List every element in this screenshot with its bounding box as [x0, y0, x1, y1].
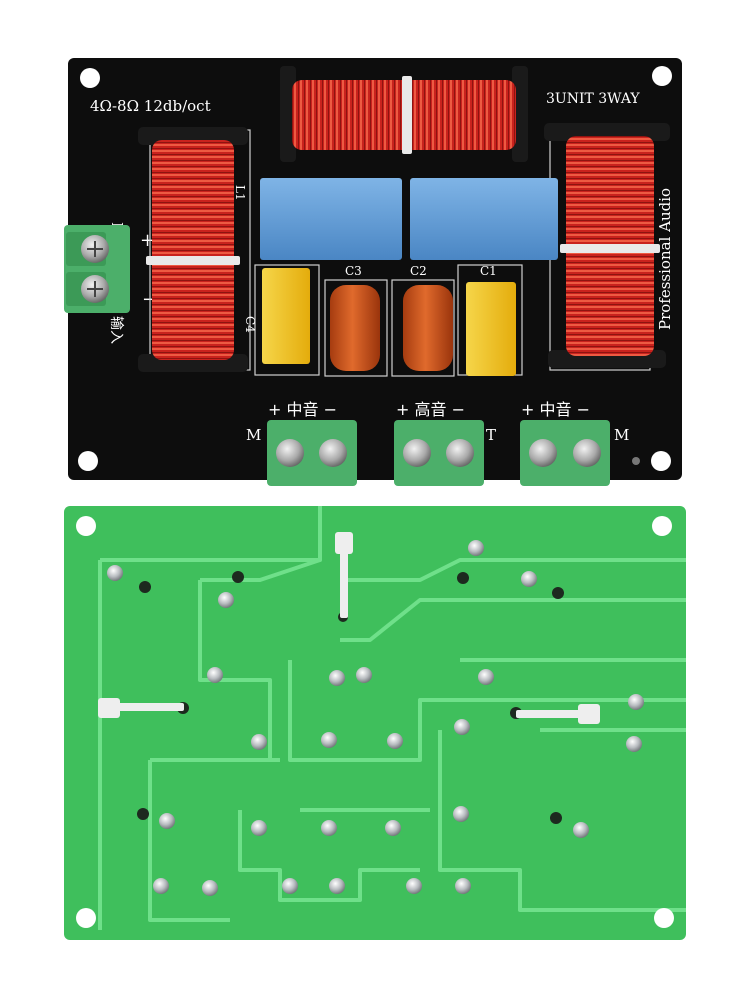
- led-dot: [632, 457, 640, 465]
- mounting-hole: [80, 68, 100, 88]
- mounting-hole: [651, 451, 671, 471]
- top-pcb-board: 4Ω-8Ω 12db/oct 3UNIT 3WAY Professional A…: [64, 58, 682, 486]
- mounting-hole: [654, 908, 674, 928]
- input-plus: +: [140, 230, 155, 251]
- mounting-hole: [652, 66, 672, 86]
- yellow-capacitor-c1: [466, 282, 516, 376]
- film-capacitor-right: [410, 178, 558, 260]
- inductor-coil-left: [138, 127, 248, 372]
- mounting-hole: [76, 516, 96, 536]
- zip-ties: [98, 532, 600, 724]
- coil-label-l1: L1: [233, 185, 247, 201]
- cap-label-c4: C4: [243, 316, 257, 333]
- output-label-mid-left: + 中音 −: [268, 400, 337, 419]
- output-terminal-tweeter: [394, 420, 484, 486]
- pcb-traces: [98, 506, 686, 930]
- solder-joints: [107, 540, 644, 896]
- input-label-cn: 输入: [108, 316, 124, 344]
- screw-icon: [319, 439, 347, 467]
- cap-label-c2: C2: [410, 264, 427, 278]
- yellow-capacitor-c4: [262, 268, 310, 364]
- screw-icon: [529, 439, 557, 467]
- output-label-mid-right: + 中音 −: [521, 400, 590, 419]
- output-terminal-mid-right: [520, 420, 610, 486]
- brand-label: Professional Audio: [656, 188, 674, 330]
- screw-icon: [573, 439, 601, 467]
- output-label-tweeter: + 高音 −: [396, 400, 465, 419]
- screw-icon: [446, 439, 474, 467]
- output-terminal-mid-left: [267, 420, 357, 486]
- inductor-coil-top: [280, 66, 528, 162]
- cap-label-c3: C3: [345, 264, 362, 278]
- output-letter-m-right: M: [614, 426, 629, 444]
- output-letter-m-left: M: [246, 426, 261, 444]
- mounting-hole: [78, 451, 98, 471]
- orange-capacitor-c3: [330, 285, 380, 371]
- input-terminal-block: [64, 225, 130, 313]
- film-capacitor-left: [260, 178, 402, 260]
- mounting-hole: [76, 908, 96, 928]
- inductor-coil-right: [544, 123, 670, 368]
- screw-icon: [403, 439, 431, 467]
- spec-label: 4Ω-8Ω 12db/oct: [90, 97, 211, 115]
- screw-icon: [276, 439, 304, 467]
- cap-label-c1: C1: [480, 264, 497, 278]
- bottom-pcb-board: [64, 506, 686, 940]
- orange-capacitor-c2: [403, 285, 453, 371]
- output-letter-t: T: [486, 426, 496, 444]
- mounting-hole: [652, 516, 672, 536]
- type-label: 3UNIT 3WAY: [546, 91, 640, 107]
